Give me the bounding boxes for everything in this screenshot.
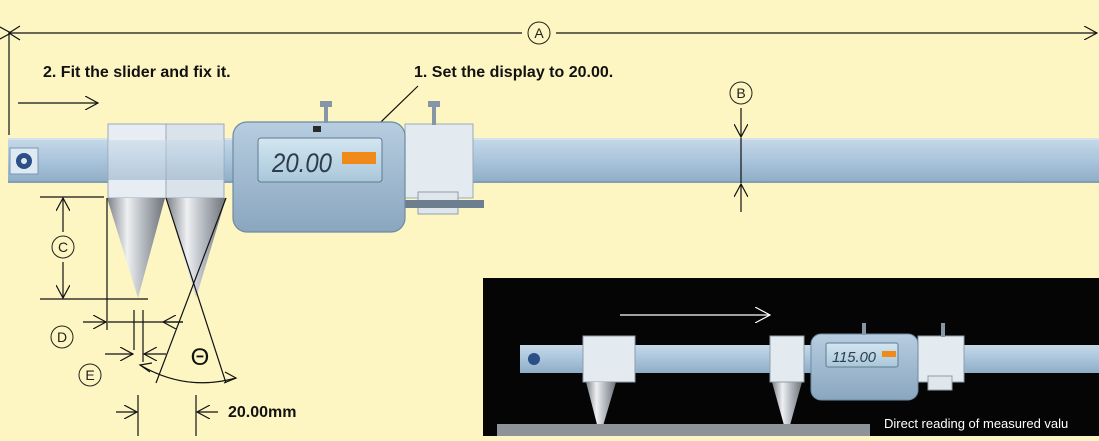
- cone-point-left: [107, 198, 165, 298]
- brand-logo: [9, 147, 39, 175]
- cone-point-right: [166, 198, 226, 298]
- instruction-step-1: 1. Set the display to 20.00.: [414, 64, 613, 81]
- angle-theta-symbol: Θ: [191, 344, 210, 371]
- label-c-circle: C: [51, 235, 75, 259]
- lcd-display: 20.00: [257, 137, 383, 183]
- angle-theta-lines: [138, 197, 238, 384]
- inset-photo: 115.00 Direct reading of measured valu: [483, 278, 1099, 436]
- inset-display-value: 115.00: [832, 349, 877, 366]
- fixed-jaw: [107, 123, 225, 199]
- label-d-circle: D: [50, 325, 74, 349]
- distance-lines: [116, 395, 218, 436]
- label-b-circle: B: [729, 81, 753, 105]
- instruction-step-2: 2. Fit the slider and fix it.: [43, 64, 231, 81]
- label-a: A: [534, 25, 544, 41]
- distance-label: 20.00mm: [228, 404, 297, 421]
- dimension-a-line: [9, 25, 1097, 135]
- dimension-c-lines: [40, 196, 148, 300]
- display-value: 20.00: [271, 148, 332, 178]
- label-e-circle: E: [78, 363, 102, 387]
- label-c: C: [58, 239, 68, 255]
- label-e: E: [85, 367, 94, 383]
- inset-caption: Direct reading of measured valu: [884, 416, 1068, 431]
- label-d: D: [57, 329, 67, 345]
- label-a-circle: A: [527, 21, 551, 45]
- label-b: B: [736, 85, 745, 101]
